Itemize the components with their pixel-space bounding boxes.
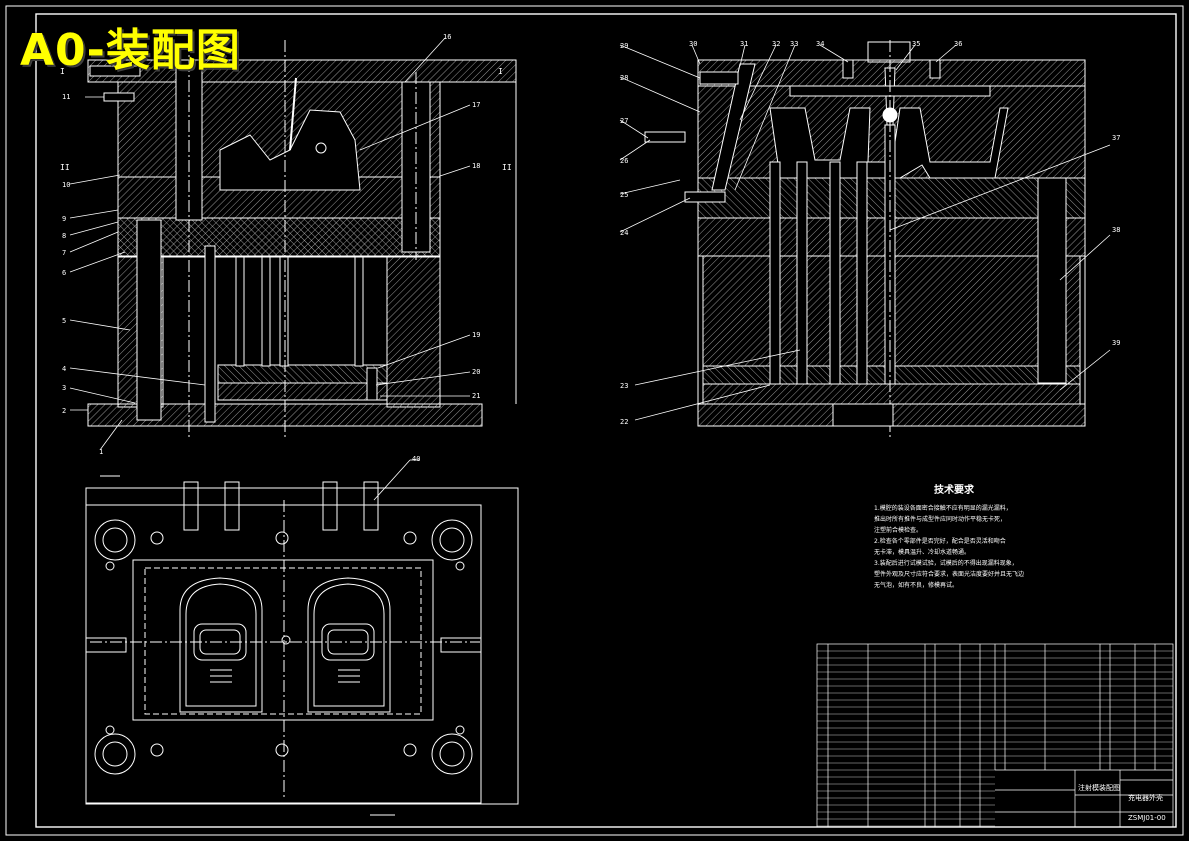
tech-note-line: 推出时所有推件与成型件应同时动作平稳无卡死，: [874, 516, 1007, 523]
balloon-labels: 1 2 3 4 5 6 7 8 9 10 11 16 17 18 19 20 2…: [62, 33, 1120, 463]
title-block: 注射模装配图 充电器外壳 ZSMJ01-00: [1078, 783, 1166, 822]
balloon-36: 36: [954, 40, 962, 48]
balloon-33: 33: [790, 40, 798, 48]
balloon-20: 20: [472, 368, 480, 376]
balloon-31: 31: [740, 40, 748, 48]
tech-note-line: 无卡滞，模具温升、冷却水道畅通。: [874, 549, 971, 556]
balloon-28: 28: [620, 74, 628, 82]
balloon-25: 25: [620, 191, 628, 199]
section-view-right: [644, 40, 1086, 440]
tech-note-line: 2.检查各个零部件是否完好，配合是否灵活和吻合: [874, 538, 1006, 545]
balloon-22: 22: [620, 418, 628, 426]
balloon-26: 26: [620, 157, 628, 165]
balloon-38: 38: [1112, 226, 1120, 234]
balloon-10: 10: [62, 181, 70, 189]
screw-holes: [105, 531, 465, 757]
balloon-29: 29: [620, 42, 628, 50]
balloon-8: 8: [62, 232, 66, 240]
section-marker-ii-left: II: [60, 163, 70, 172]
balloon-16: 16: [443, 33, 451, 41]
tech-note-line: 注塑前合模检查。: [874, 527, 923, 534]
plan-view: [85, 475, 519, 816]
section-marker-ii-right: II: [502, 163, 512, 172]
balloon-32: 32: [772, 40, 780, 48]
balloon-9: 9: [62, 215, 66, 223]
part-name: 充电器外壳: [1128, 793, 1163, 802]
tech-requirements-title: 技术要求: [934, 485, 974, 496]
balloon-5: 5: [62, 317, 66, 325]
tech-note-line: 无气泡，如有不良，修模再试。: [874, 582, 959, 589]
tech-note-line: 塑件外观及尺寸应符合要求，表面光洁度要好并且无飞边: [874, 571, 1025, 578]
cavities: [179, 577, 391, 713]
balloon-21: 21: [472, 392, 480, 400]
balloon-30: 30: [689, 40, 697, 48]
balloon-34: 34: [816, 40, 824, 48]
balloon-7: 7: [62, 249, 66, 257]
balloon-24: 24: [620, 229, 628, 237]
balloon-17: 17: [472, 101, 480, 109]
section-marker-i-left: I: [60, 67, 65, 76]
balloon-3: 3: [62, 384, 66, 392]
section-marker-i-right: I: [498, 67, 503, 76]
tech-note-line: 1.模腔的装设各面密合接触不应有明显的漏光漏料，: [874, 505, 1012, 512]
balloon-39: 39: [1112, 339, 1120, 347]
guide-bushings: [94, 519, 473, 775]
balloon-19: 19: [472, 331, 480, 339]
balloon-40: 40: [412, 455, 420, 463]
drawing-title: A0-装配图: [20, 25, 241, 76]
balloon-2: 2: [62, 407, 66, 415]
section-markers: I I II II: [60, 67, 512, 172]
leader-lines: [69, 37, 1111, 501]
drawing-number: ZSMJ01-00: [1128, 814, 1166, 822]
balloon-6: 6: [62, 269, 66, 277]
drawing-name: 注射模装配图: [1078, 783, 1120, 792]
balloon-18: 18: [472, 162, 480, 170]
balloon-4: 4: [62, 365, 66, 373]
tech-requirements-notes: 1.模腔的装设各面密合接触不应有明显的漏光漏料， 推出时所有推件与成型件应同时动…: [874, 503, 1046, 591]
balloon-1: 1: [99, 448, 103, 456]
balloon-27: 27: [620, 117, 628, 125]
bom-table: [816, 643, 1174, 828]
balloon-23: 23: [620, 382, 628, 390]
cooling-connectors: [85, 481, 482, 653]
balloon-11: 11: [62, 93, 70, 101]
balloon-37: 37: [1112, 134, 1120, 142]
section-view-left: [87, 40, 517, 440]
tech-note-line: 3.装配后进行试模试验，试模后的不得出现漏料现象，: [874, 560, 1018, 567]
balloon-35: 35: [912, 40, 920, 48]
bom-rows: [817, 650, 1173, 827]
sheet-border: [5, 5, 1184, 836]
